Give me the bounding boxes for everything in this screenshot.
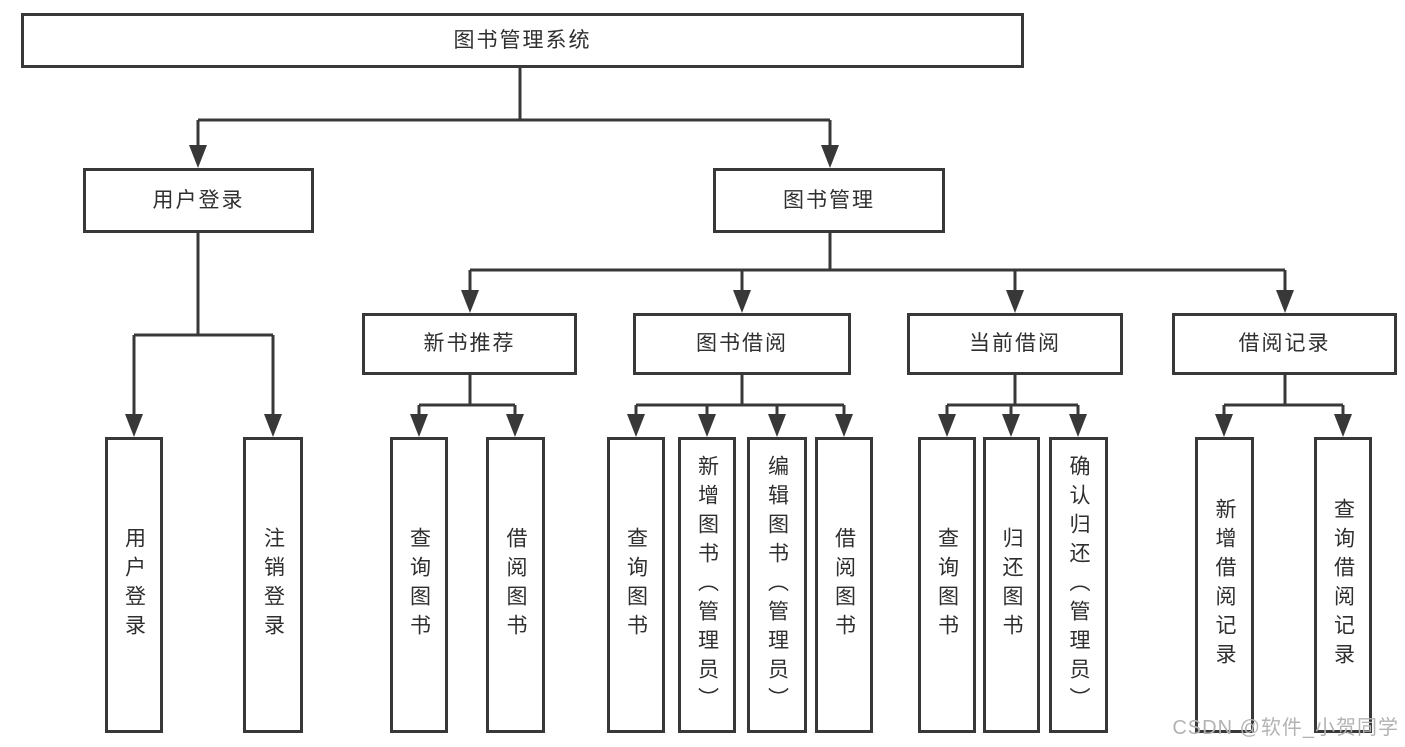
leaf-current-query-books: 查询图书	[918, 437, 976, 733]
node-current-borrow: 当前借阅	[907, 313, 1123, 375]
leaf-user-login: 用户登录	[105, 437, 163, 733]
leaf-add-borrow-record: 新增借阅记录	[1195, 437, 1254, 733]
leaf-logout: 注销登录	[243, 437, 303, 733]
csdn-watermark: CSDN @软件_小贺同学	[1172, 717, 1399, 739]
leaf-confirm-return-admin: 确认归还（管理员）	[1049, 437, 1108, 733]
leaf-recommend-borrow-books: 借阅图书	[486, 437, 545, 733]
leaf-query-borrow-record: 查询借阅记录	[1314, 437, 1372, 733]
leaf-borrow-query-books: 查询图书	[607, 437, 665, 733]
leaf-edit-books-admin: 编辑图书（管理员）	[747, 437, 807, 733]
arrowhead-icons	[125, 145, 1352, 437]
node-new-book-recommend: 新书推荐	[362, 313, 577, 375]
connector-lines	[132, 68, 1345, 416]
leaf-return-books: 归还图书	[983, 437, 1040, 733]
node-root-system: 图书管理系统	[21, 13, 1024, 68]
node-user-login-branch: 用户登录	[83, 168, 314, 233]
leaf-add-books-admin: 新增图书（管理员）	[678, 437, 736, 733]
leaf-recommend-query-books: 查询图书	[390, 437, 448, 733]
leaf-borrow-books: 借阅图书	[815, 437, 873, 733]
node-book-management-branch: 图书管理	[713, 168, 945, 233]
node-borrow-records: 借阅记录	[1172, 313, 1397, 375]
node-book-borrow: 图书借阅	[633, 313, 851, 375]
